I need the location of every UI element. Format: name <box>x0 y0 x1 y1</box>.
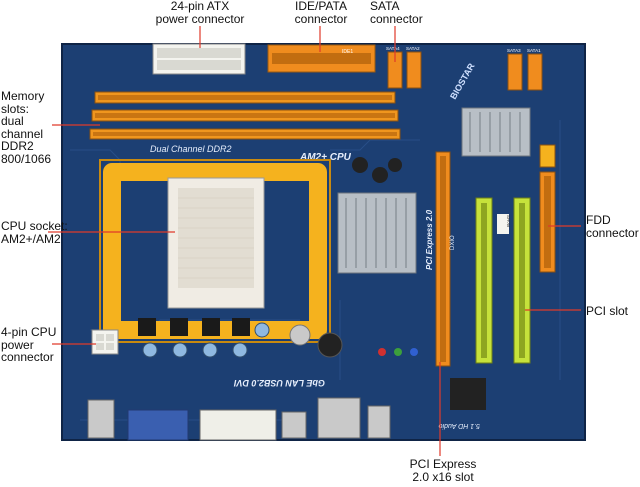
svg-text:PCI Express 2.0: PCI Express 2.0 <box>425 209 434 270</box>
label-fdd: FDD connector <box>586 213 639 240</box>
svg-text:Dual Channel DDR2: Dual Channel DDR2 <box>150 144 232 154</box>
pcie-x16-slot <box>435 151 451 367</box>
label-cpu-socket: CPU socket: AM2+/AM2 <box>1 219 68 246</box>
chipset-heatsink <box>337 192 417 274</box>
label-memory-slots: Memory slots: dual channel DDR2 800/1066 <box>1 89 52 166</box>
northbridge-heatsink <box>461 107 531 157</box>
leader-lines <box>48 26 581 456</box>
label-sata: SATA connector <box>370 0 423 26</box>
vrm-components <box>138 157 486 410</box>
label-pcie-x16: PCI Express 2.0 x16 slot <box>409 457 477 484</box>
svg-text:SATA2: SATA2 <box>406 46 420 51</box>
svg-text:RoHS: RoHS <box>506 215 511 227</box>
svg-text:IDE1: IDE1 <box>342 49 353 55</box>
rear-io-panel <box>87 397 391 441</box>
label-ide-pata: IDE/PATA connector <box>294 0 348 26</box>
label-cpu-4pin-power: 4-pin CPU power connector <box>1 325 57 364</box>
svg-text:SATA4: SATA4 <box>386 46 400 51</box>
svg-text:5.1 HD Audio: 5.1 HD Audio <box>439 422 480 429</box>
svg-text:SATA3: SATA3 <box>507 48 521 53</box>
cpu-4pin-power <box>91 329 119 355</box>
label-atx24: 24-pin ATX power connector <box>155 0 245 26</box>
svg-text:SATA1: SATA1 <box>527 48 541 53</box>
cpu-retention-bracket <box>103 163 327 339</box>
label-pci-slot: PCI slot <box>586 304 629 318</box>
pci-slots <box>475 197 531 364</box>
svg-text:GbE LAN USB2.0 DVI: GbE LAN USB2.0 DVI <box>233 378 325 388</box>
svg-text:AM2+ CPU: AM2+ CPU <box>299 152 352 163</box>
dimm-slots <box>89 91 401 140</box>
svg-text:DXIO: DXIO <box>450 235 456 250</box>
